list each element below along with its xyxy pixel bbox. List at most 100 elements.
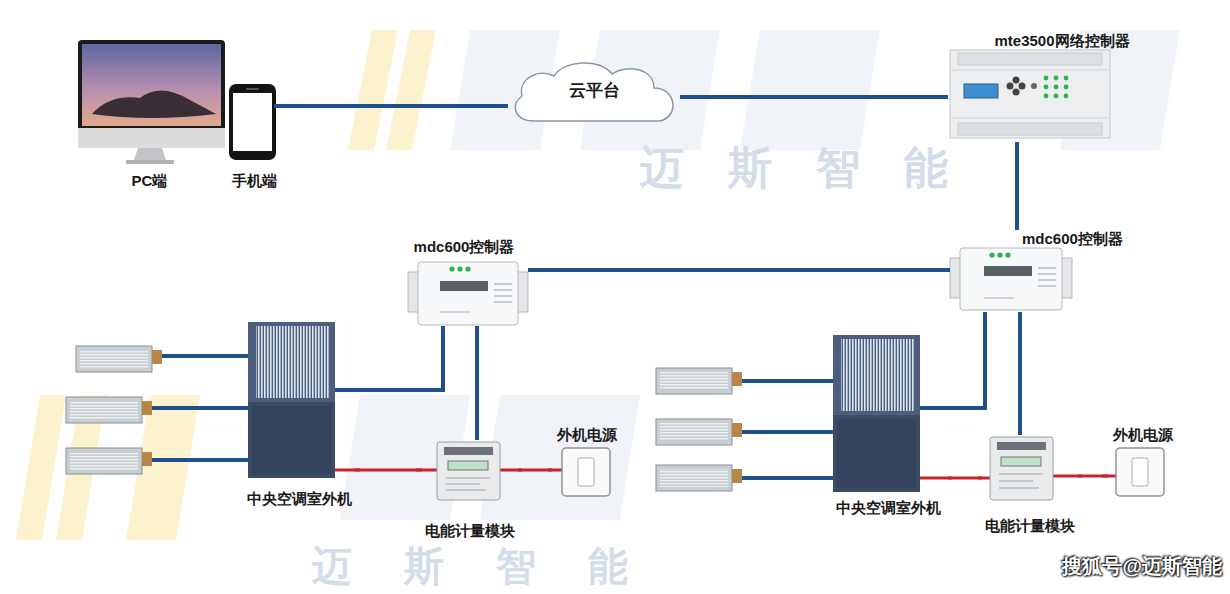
mdc-controller-device-part [1038, 286, 1056, 287]
outdoor-unit-device-part [837, 419, 916, 488]
indoor-unit-part [70, 401, 138, 419]
device-label: PC端 [72, 172, 227, 190]
watermark-text: 迈斯智能 [312, 546, 680, 586]
indoor-unit-part [656, 419, 732, 445]
power-wire [355, 469, 423, 472]
energy-meter-device-part [999, 488, 1039, 489]
mdc-controller-device-part [960, 248, 1062, 310]
network-controller-device-part [1044, 76, 1049, 81]
mdc-controller: mdc600控制器 [950, 230, 1140, 312]
energy-meter-device-part [999, 481, 1033, 482]
network-controller-device-part [1013, 89, 1020, 96]
indoor-unit-wires-part [740, 476, 833, 480]
energy-meter: 电能计量模块 [982, 435, 1078, 535]
mdc-controller-device-part [440, 312, 470, 313]
pc-monitor-part [126, 160, 174, 164]
mdc-controller-device-part [1038, 280, 1056, 281]
watermark-shapes-part [480, 395, 640, 520]
watermark-shapes-part [16, 395, 66, 540]
indoor-unit-part [660, 372, 728, 390]
mdc-controller-device-part [1005, 252, 1010, 257]
energy-meter-device-part [444, 447, 493, 455]
mdc-controller-device-part [440, 281, 488, 291]
power-switch-device-part [1132, 458, 1148, 486]
phone [229, 84, 282, 160]
network-controller-device-part [1013, 77, 1020, 84]
mdc-controller-device-part [989, 252, 994, 257]
outdoor-unit-device-part [833, 335, 920, 492]
pc-monitor [78, 40, 225, 164]
mdc-controller-device-part [997, 252, 1002, 257]
pc-monitor-part [78, 40, 225, 148]
network-controller-device-part [1019, 83, 1026, 90]
device-label: 电能计量模块 [422, 522, 518, 540]
watermark-shapes-part [740, 30, 880, 150]
energy-meter-device-part [1001, 457, 1041, 466]
indoor-unit [656, 465, 742, 491]
source-credit: 搜狐号@迈斯智能 [1062, 556, 1222, 576]
mdc-controller-device-part [457, 266, 462, 271]
phone-terminal: 手机端 [228, 82, 280, 190]
device-label: 中央空调室外机 [244, 490, 355, 508]
indoor-unit-wires-part [150, 406, 248, 410]
network-controller-device-part [1031, 83, 1037, 89]
indoor-unit-part [66, 397, 142, 423]
energy-meter-device-part [446, 478, 490, 479]
mdc-controller-device-part [494, 296, 512, 297]
mdc-controller-device-part [494, 290, 512, 291]
device-label: 外机电源 [552, 426, 622, 444]
network-controller: mte3500网络控制器 [948, 32, 1176, 142]
pc-monitor-part [134, 148, 166, 160]
cloud-platform: 云平台 [508, 58, 680, 124]
indoor-unit-part [660, 423, 728, 441]
outdoor-unit-device [248, 322, 335, 478]
signal-wire [355, 326, 444, 390]
indoor-unit [66, 397, 152, 423]
signal-wire [1018, 312, 1022, 435]
energy-meter-device-part [437, 442, 500, 500]
connectors [280, 97, 1108, 478]
phone-part [246, 88, 259, 90]
signal-wire [528, 268, 950, 272]
energy-meter-device [437, 442, 500, 500]
indoor-unit-part [656, 368, 732, 394]
network-controller-device-part [958, 53, 1102, 65]
network-controller-device [950, 50, 1110, 138]
power-switch-device [1116, 448, 1164, 496]
outdoor-unit-device-part [248, 322, 335, 478]
watermark-shapes [16, 30, 1180, 540]
indoor-unit-part [142, 452, 152, 466]
network-controller-device-part [1007, 83, 1014, 90]
energy-meter-device-part [446, 490, 486, 491]
energy-meter: 电能计量模块 [422, 440, 518, 540]
network-controller-device-part [1044, 85, 1049, 90]
signal-wire [280, 104, 508, 108]
outdoor-unit-device-part [833, 335, 920, 415]
pc-monitor-part [92, 90, 216, 118]
indoor-unit-part [66, 448, 142, 474]
signal-wire [475, 326, 479, 440]
power-switch-device-part [562, 448, 610, 496]
device-label: 中央空调室外机 [828, 499, 948, 517]
wire-stubs-part [1051, 475, 1082, 478]
mdc-controller-device [408, 262, 528, 325]
energy-meter-device-part [448, 461, 488, 470]
power-wire [518, 469, 552, 472]
network-controller-device-part [1054, 94, 1059, 99]
mdc-controller-device-part [449, 266, 454, 271]
mdc-controller-device [950, 248, 1072, 310]
energy-meter-device-part [990, 437, 1053, 500]
mdc-controller-device-part [984, 266, 1032, 276]
indoor-unit [656, 419, 742, 445]
phone-part [233, 93, 272, 151]
mdc-controller-device-part [494, 284, 512, 285]
network-controller-device-part [964, 84, 998, 98]
indoor-unit [66, 448, 152, 474]
device-label: mdc600控制器 [400, 238, 528, 256]
signal-wire [948, 312, 985, 408]
phone-part [229, 84, 276, 160]
network-controller-device-part [950, 118, 1110, 119]
indoor-unit-part [76, 346, 152, 372]
power-wire [1078, 475, 1108, 478]
